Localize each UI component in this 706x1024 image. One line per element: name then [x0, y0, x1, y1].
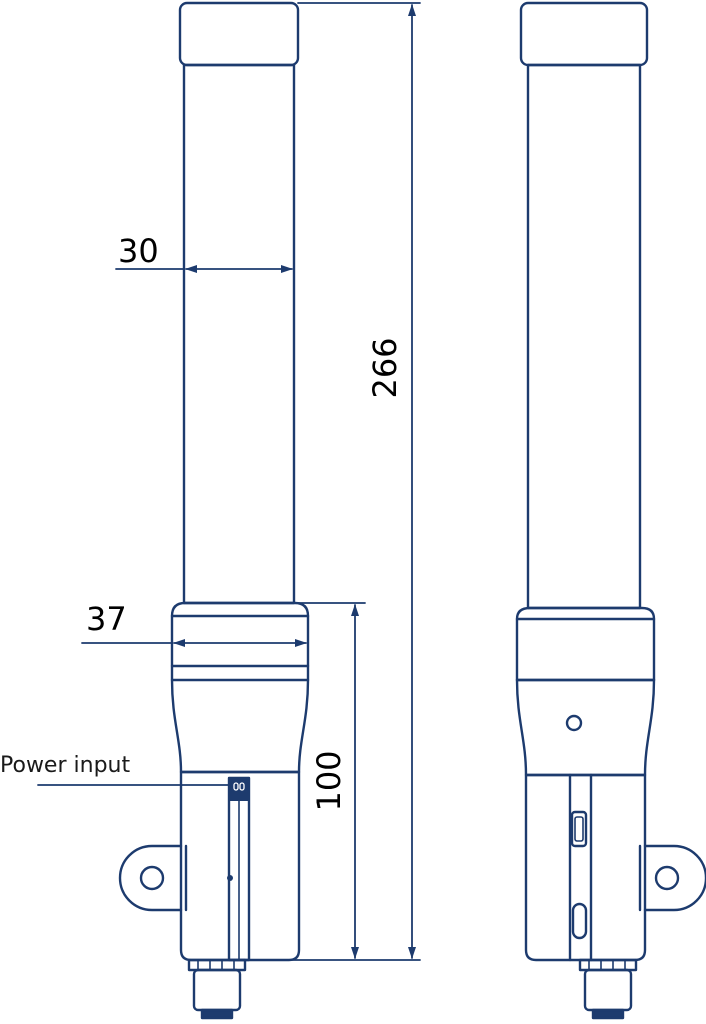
side-mounting-tab [643, 844, 706, 912]
front-view [118, 1, 310, 1020]
side-top-cap [519, 1, 649, 67]
front-status-dot [227, 875, 233, 881]
total-height-label: 266 [366, 337, 404, 398]
side-collar [515, 606, 656, 682]
front-connector-body [192, 968, 242, 1012]
front-mounting-tab [118, 844, 183, 912]
front-antenna-tube [182, 63, 296, 605]
side-usb-port [570, 810, 588, 848]
front-mounting-hole [139, 865, 165, 891]
power-input-label: Power input [0, 753, 130, 778]
side-tapered-body [515, 678, 656, 777]
side-mounting-hole [654, 865, 680, 891]
side-antenna-tube [526, 63, 642, 610]
tube-width-label: 30 [118, 232, 159, 270]
front-top-cap [178, 1, 300, 67]
front-tapered-body [170, 678, 310, 774]
front-collar [170, 601, 310, 682]
side-connector-body [583, 968, 633, 1012]
dimension-lines [37, 2, 421, 961]
side-view [515, 1, 706, 1020]
power-input-connector [230, 779, 248, 801]
base-width-label: 37 [86, 600, 127, 638]
base-height-label: 100 [310, 750, 348, 811]
side-led-slot [571, 902, 588, 940]
side-body-hole [565, 714, 583, 732]
